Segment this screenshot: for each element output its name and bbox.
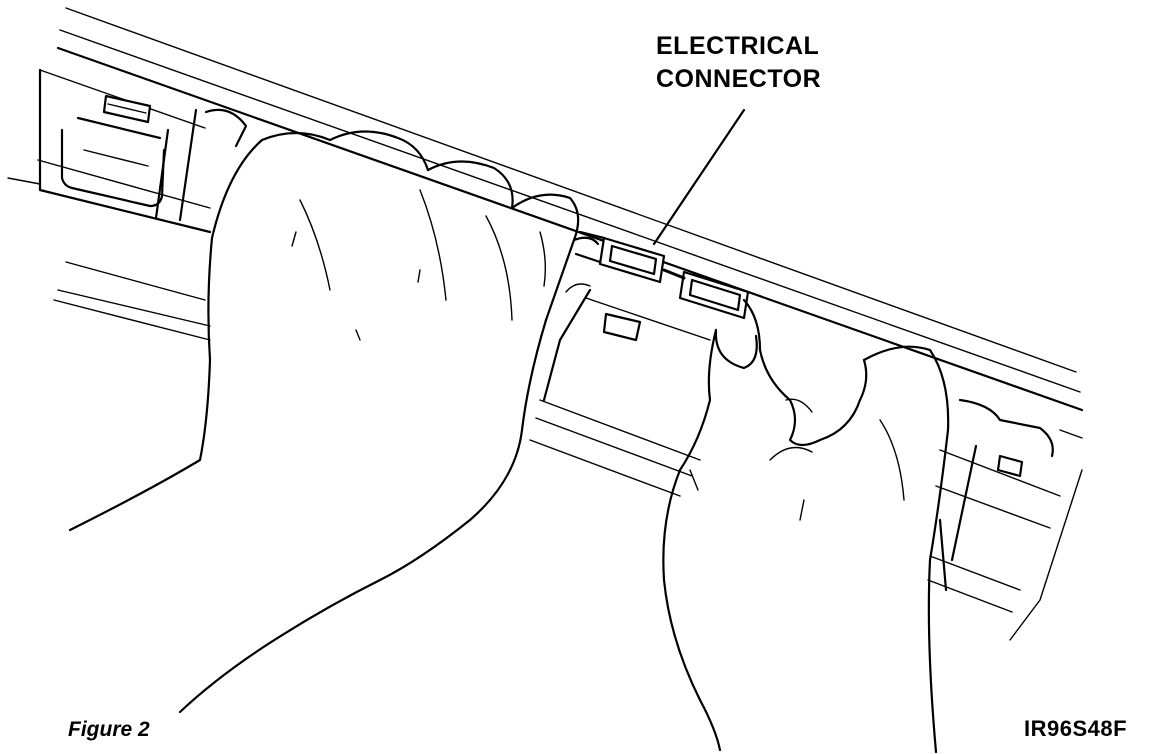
center-panel: [542, 288, 711, 402]
left-switch-housing: [38, 68, 248, 234]
console-rail: [7, 7, 1084, 641]
right-hand: [662, 298, 950, 754]
callout-line-2: CONNECTOR: [656, 65, 822, 93]
callout-leader-line: [652, 108, 746, 246]
right-switch-housing: [938, 398, 1054, 592]
electrical-connector-label: ELECTRICAL CONNECTOR: [656, 30, 821, 96]
callout-line-1: ELECTRICAL: [656, 32, 820, 60]
electrical-connector: [574, 230, 750, 320]
figure-code: IR96S48F: [1024, 716, 1128, 741]
left-hand: [68, 130, 600, 714]
figure-caption: Figure 2: [68, 718, 150, 741]
